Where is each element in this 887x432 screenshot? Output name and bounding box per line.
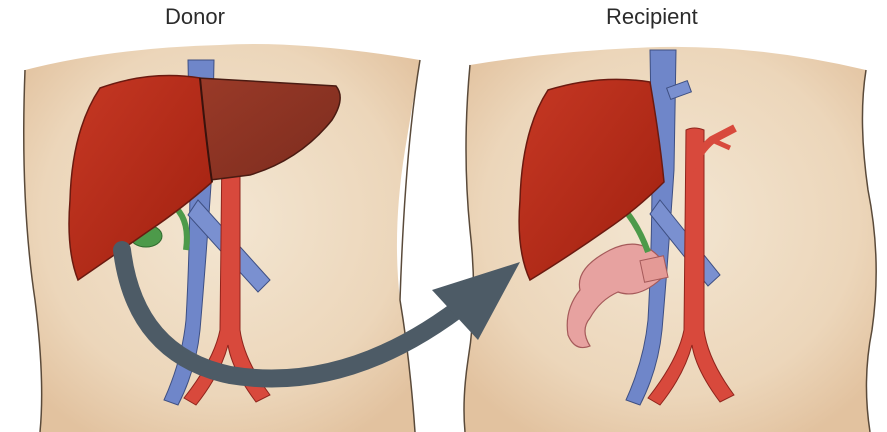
recipient-intestine-patch: [640, 256, 668, 283]
